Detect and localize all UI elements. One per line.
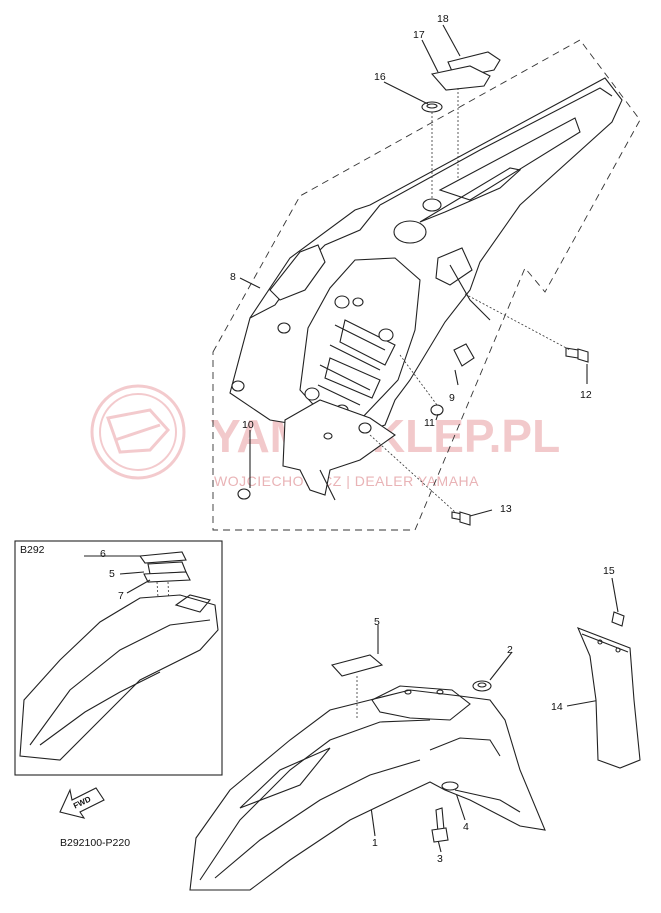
callout-7: 7 bbox=[118, 590, 124, 602]
fwd-arrow-icon bbox=[59, 787, 105, 819]
grommet-16-drawing bbox=[421, 101, 443, 113]
callout-2: 2 bbox=[507, 644, 513, 656]
callout-5-inset: 5 bbox=[109, 568, 115, 580]
callout-5: 5 bbox=[374, 616, 380, 628]
callout-15: 15 bbox=[603, 565, 615, 577]
callout-18: 18 bbox=[437, 13, 449, 25]
callout-13: 13 bbox=[500, 503, 512, 515]
bolt-12-drawing bbox=[565, 347, 589, 363]
callout-9: 9 bbox=[449, 392, 455, 404]
inset-code: B292 bbox=[20, 544, 45, 556]
callout-11: 11 bbox=[424, 417, 435, 429]
front-fender-drawing bbox=[189, 654, 546, 891]
rear-fender-drawing bbox=[229, 77, 623, 501]
callout-12: 12 bbox=[580, 389, 592, 401]
bolt-3-drawing bbox=[431, 807, 449, 843]
callout-8: 8 bbox=[230, 271, 236, 283]
callout-leaders bbox=[239, 24, 619, 853]
screw-15-drawing bbox=[611, 611, 625, 627]
callout-4: 4 bbox=[463, 821, 469, 833]
callout-16: 16 bbox=[374, 71, 386, 83]
callout-6: 6 bbox=[100, 548, 106, 560]
inset-panel: B292 bbox=[14, 540, 223, 776]
watermark-subtitle: WOJCIECHOWICZ | DEALER YAMAHA bbox=[214, 473, 479, 489]
page-code: B292100-P220 bbox=[60, 837, 130, 849]
washer-4-drawing bbox=[441, 781, 459, 791]
callout-17: 17 bbox=[413, 29, 425, 41]
callout-14: 14 bbox=[551, 701, 563, 713]
mudflap-14-drawing bbox=[576, 627, 641, 769]
callout-10: 10 bbox=[242, 419, 254, 431]
grommet-10-drawing bbox=[237, 488, 251, 500]
nut-9-drawing bbox=[453, 343, 475, 367]
rear-fender-group-outline bbox=[212, 39, 641, 531]
callout-1: 1 bbox=[372, 837, 378, 849]
collar-2-drawing bbox=[472, 680, 492, 692]
grommet-11-drawing bbox=[430, 404, 444, 416]
bolt-13-drawing bbox=[451, 511, 471, 526]
callout-3: 3 bbox=[437, 853, 443, 865]
watermark-logo-icon bbox=[90, 384, 186, 480]
decal-17-drawing bbox=[430, 65, 491, 91]
